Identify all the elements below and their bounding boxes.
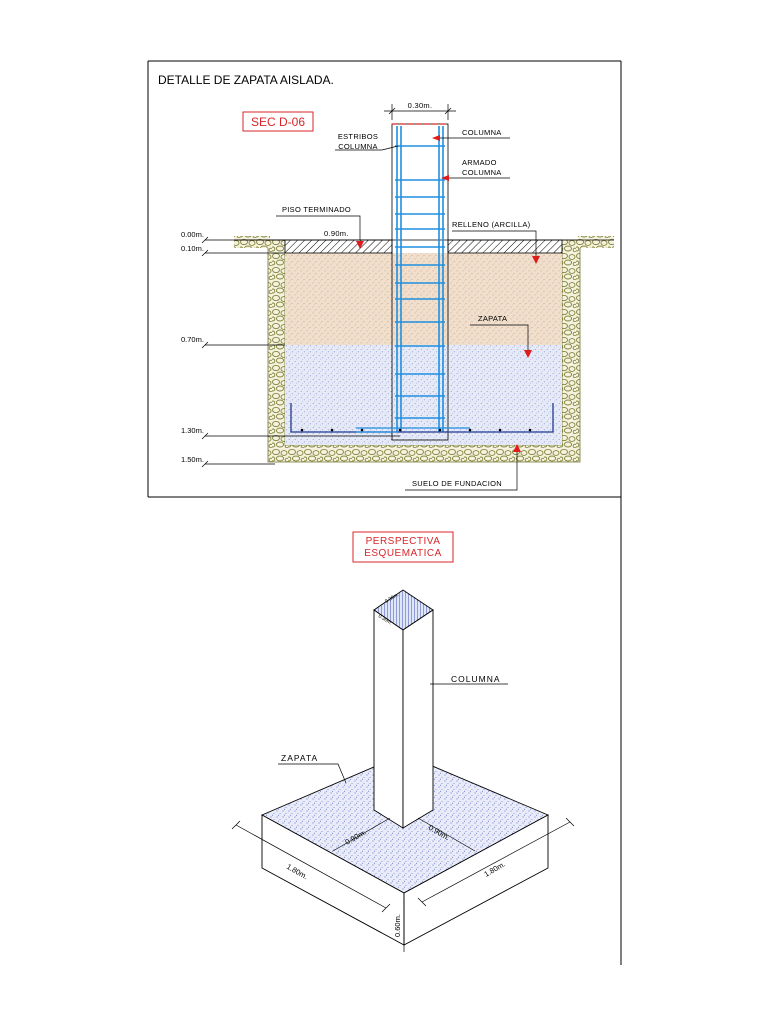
level-130: 1.30m. bbox=[181, 426, 204, 435]
dim-top-030-label: 0.30m. bbox=[408, 101, 433, 110]
level-150: 1.50m. bbox=[181, 455, 204, 464]
leader-pers-zapata bbox=[278, 763, 347, 784]
section-code-box bbox=[242, 111, 314, 132]
column-rebar bbox=[396, 126, 444, 432]
arrow-piso bbox=[356, 241, 364, 249]
column-stirrups bbox=[395, 145, 445, 419]
label-suelo: SUELO DE FUNDACION bbox=[412, 479, 502, 488]
arrow-relleno bbox=[532, 256, 540, 264]
pers-dim-060-label: 0.60m. bbox=[393, 914, 402, 937]
floor-slab-right bbox=[447, 239, 563, 254]
leader-relleno bbox=[452, 230, 537, 256]
label-estribos-1: ESTRIBOS bbox=[338, 132, 378, 141]
pers-label-zapata: ZAPATA bbox=[281, 753, 318, 763]
label-piso: PISO TERMINADO bbox=[282, 205, 351, 214]
dim-090-label: 0.90m. bbox=[324, 229, 349, 238]
rebar-dot bbox=[360, 428, 364, 432]
leader-estribos bbox=[335, 145, 399, 151]
perspective-column bbox=[373, 589, 434, 829]
rebar-dot bbox=[438, 428, 442, 432]
arrow-suelo bbox=[513, 444, 521, 452]
label-columna: COLUMNA bbox=[462, 128, 502, 137]
level-010: 0.10m. bbox=[181, 244, 204, 253]
label-zapata: ZAPATA bbox=[478, 314, 507, 323]
rebar-dot bbox=[300, 428, 304, 432]
rebar-dot bbox=[498, 428, 502, 432]
leader-zapata bbox=[470, 324, 529, 350]
leader-suelo bbox=[405, 452, 518, 491]
level-marks: 0.00m. 0.10m. 0.70m. 1.30m. 1.50m. bbox=[181, 230, 400, 468]
rebar-dot bbox=[398, 428, 402, 432]
ground-right bbox=[578, 236, 614, 248]
footing-bar-dots bbox=[300, 428, 532, 432]
perspective-title-box bbox=[352, 531, 454, 563]
sheet-frame bbox=[147, 60, 622, 965]
label-relleno: RELLENO (ARCILLA) bbox=[452, 220, 531, 229]
dim-top-030 bbox=[384, 104, 456, 120]
label-armado-1: ARMADO bbox=[462, 158, 497, 167]
ground-left bbox=[234, 236, 270, 248]
level-070: 0.70m. bbox=[181, 335, 204, 344]
arrow-armado bbox=[441, 175, 449, 181]
perspective-title-2: ESQUEMATICA bbox=[364, 548, 442, 559]
rebar-dot bbox=[468, 428, 472, 432]
perspective-title-1: PERSPECTIVA bbox=[366, 536, 441, 547]
floor-slab-left bbox=[284, 239, 393, 254]
footing-rebar bbox=[290, 403, 554, 433]
section-code: SEC D-06 bbox=[251, 115, 305, 129]
pers-dim-090 bbox=[332, 817, 476, 852]
rebar-dot bbox=[528, 428, 532, 432]
arrow-zapata bbox=[524, 350, 532, 358]
leader-piso bbox=[276, 215, 361, 240]
rebar-dot bbox=[330, 428, 334, 432]
arrow-columna bbox=[432, 135, 440, 141]
label-armado-2: COLUMNA bbox=[462, 168, 502, 177]
section-title: DETALLE DE ZAPATA AISLADA. bbox=[158, 73, 334, 87]
pers-dim-180 bbox=[231, 817, 575, 913]
pers-label-columna: COLUMNA bbox=[451, 674, 501, 684]
level-000: 0.00m. bbox=[181, 230, 204, 239]
label-estribos-2: COLUMNA bbox=[338, 142, 378, 151]
